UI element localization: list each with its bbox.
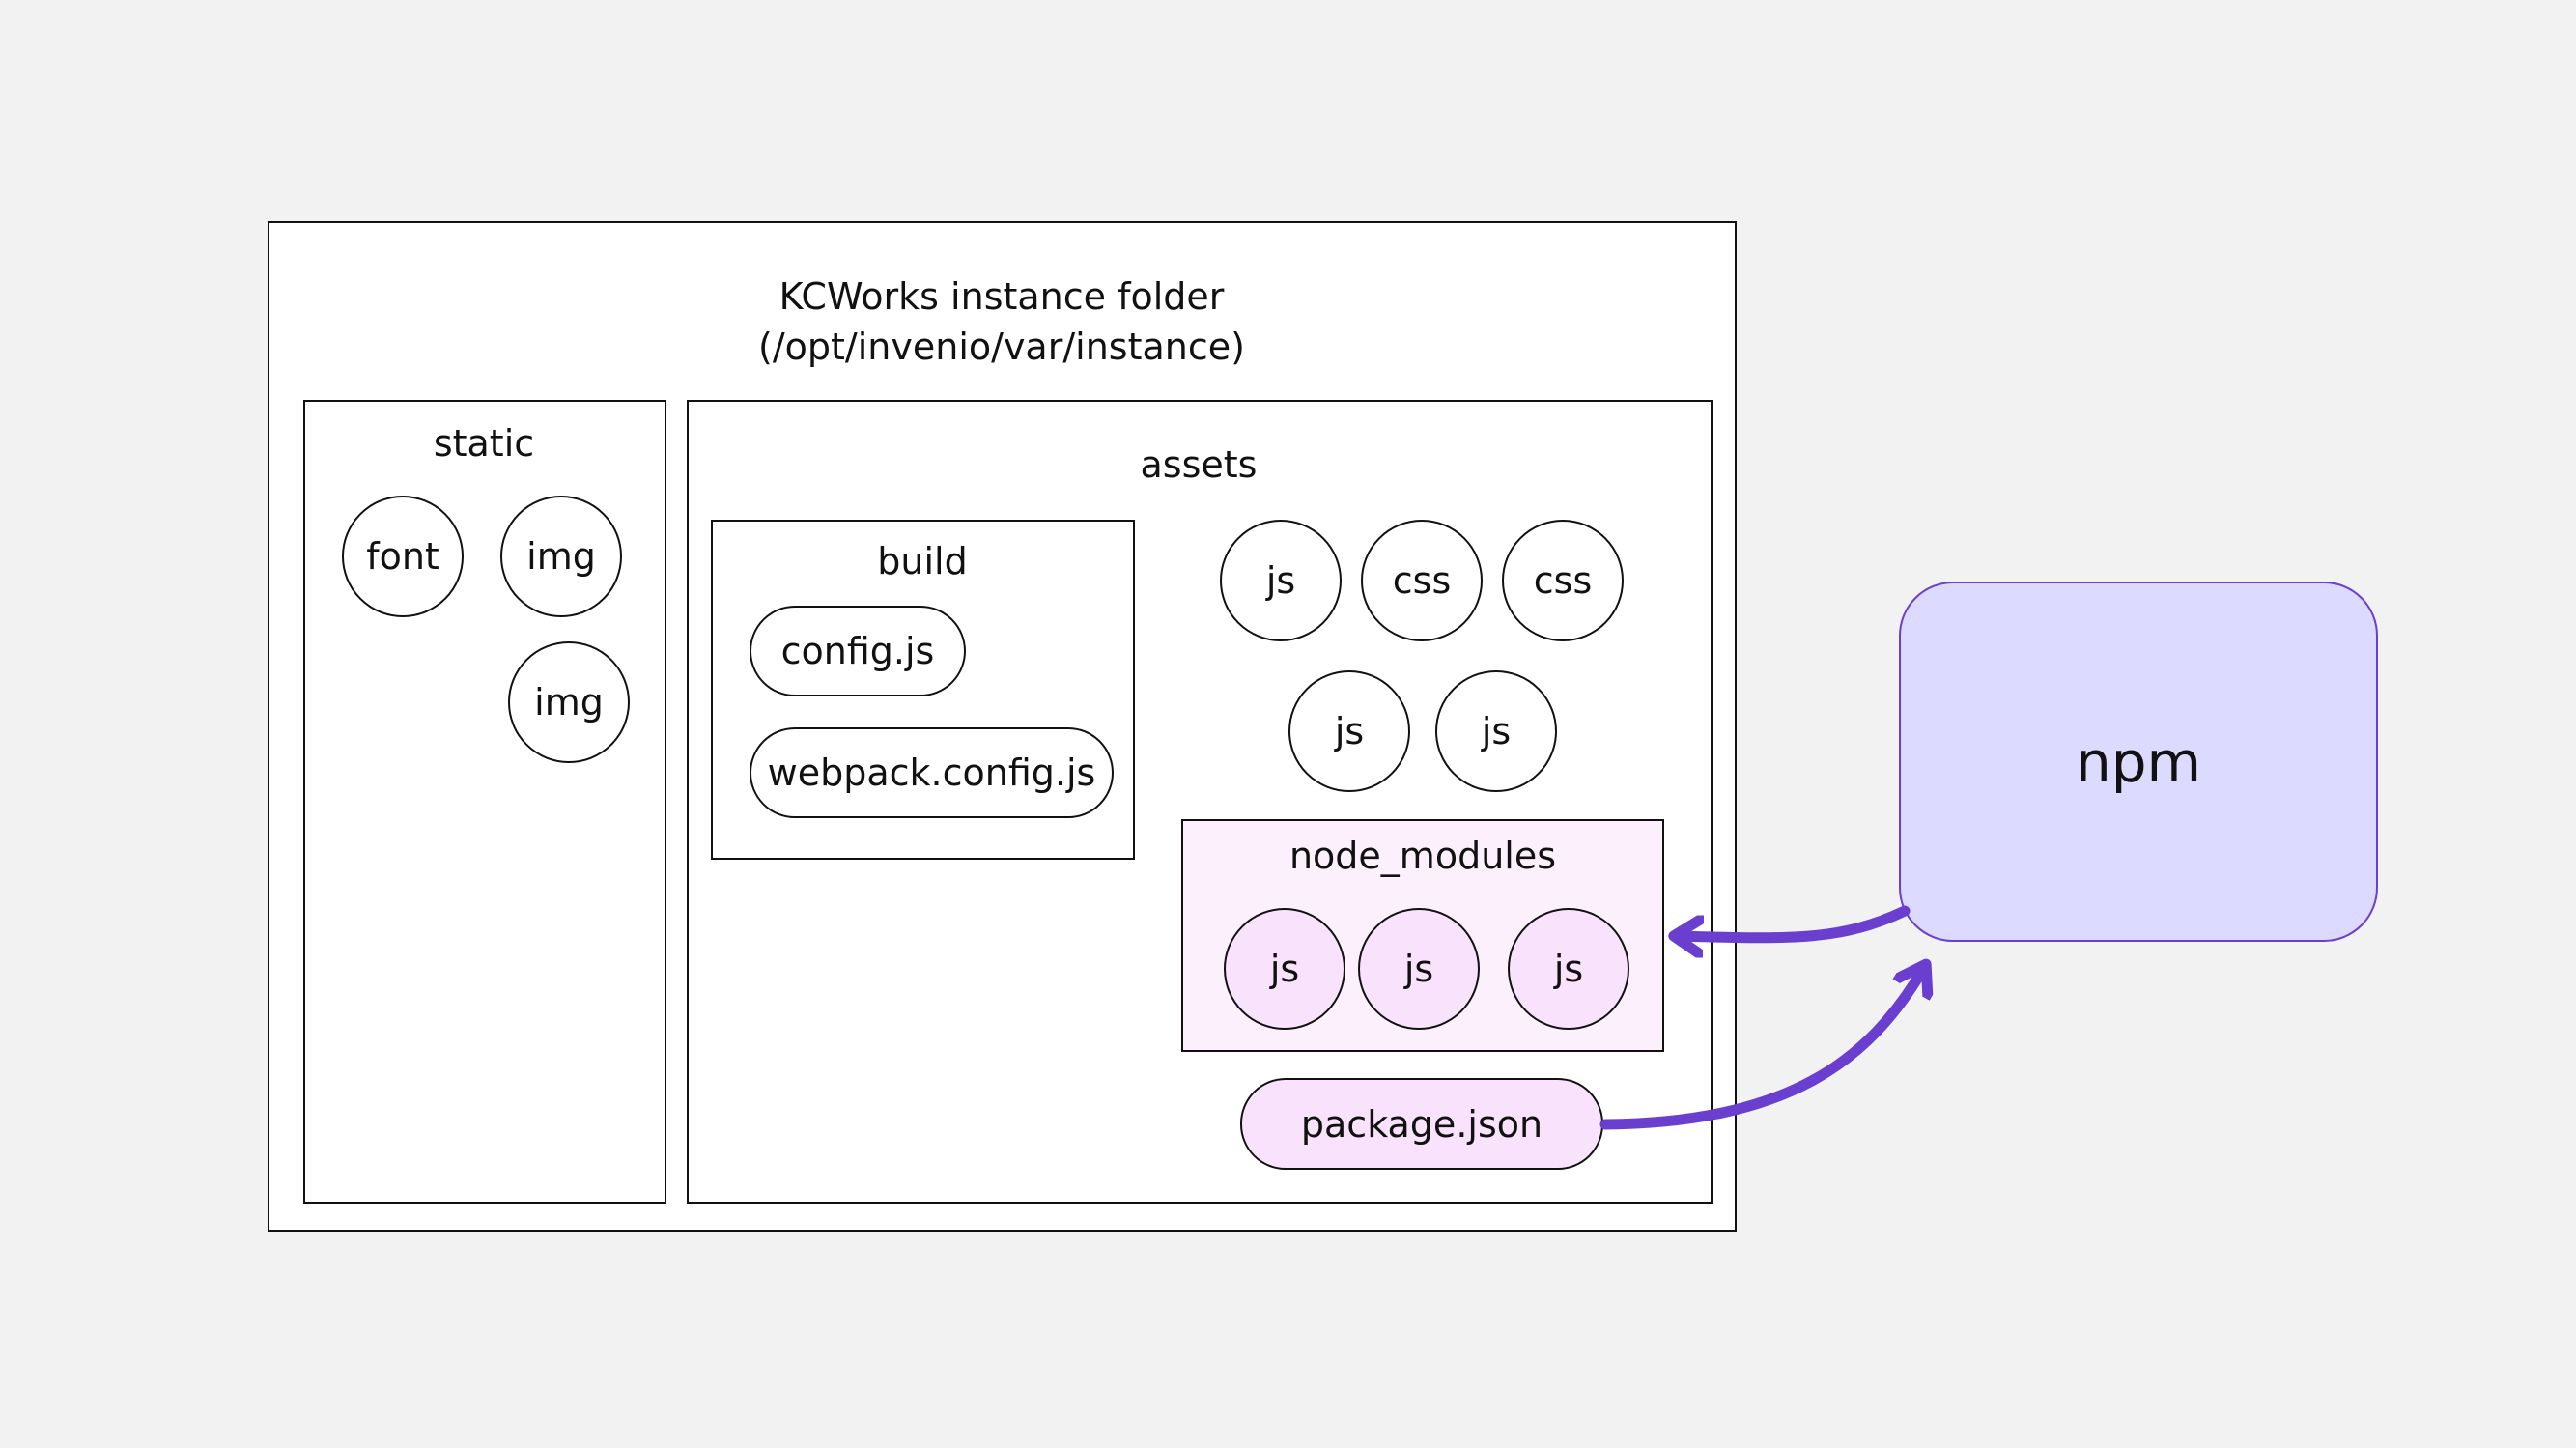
node-modules-label: node_modules xyxy=(1288,835,1557,877)
static-img-node: img xyxy=(500,496,622,617)
asset-css-node: css xyxy=(1502,520,1624,641)
static-img-node: img xyxy=(508,641,630,763)
node-module-js-node: js xyxy=(1358,908,1480,1030)
instance-folder-path: (/opt/invenio/var/instance) xyxy=(758,326,1245,368)
npm-to-node-modules-arrow xyxy=(1676,905,1911,938)
asset-js-node: js xyxy=(1220,520,1342,641)
asset-js-node: js xyxy=(1435,670,1557,792)
package-json-to-npm-arrow xyxy=(1599,966,1925,1130)
npm-node: npm xyxy=(1899,582,2378,942)
static-font-node: font xyxy=(342,496,464,617)
config-js-node: config.js xyxy=(750,606,966,696)
asset-js-node: js xyxy=(1288,670,1410,792)
static-folder-label: static xyxy=(433,422,535,465)
node-module-js-node: js xyxy=(1224,908,1345,1030)
node-module-js-node: js xyxy=(1508,908,1629,1030)
assets-folder-label: assets xyxy=(1140,443,1258,486)
build-folder-label: build xyxy=(877,540,968,582)
instance-folder-title: KCWorks instance folder xyxy=(778,275,1225,318)
webpack-config-js-node: webpack.config.js xyxy=(750,727,1114,818)
asset-css-node: css xyxy=(1361,520,1483,641)
